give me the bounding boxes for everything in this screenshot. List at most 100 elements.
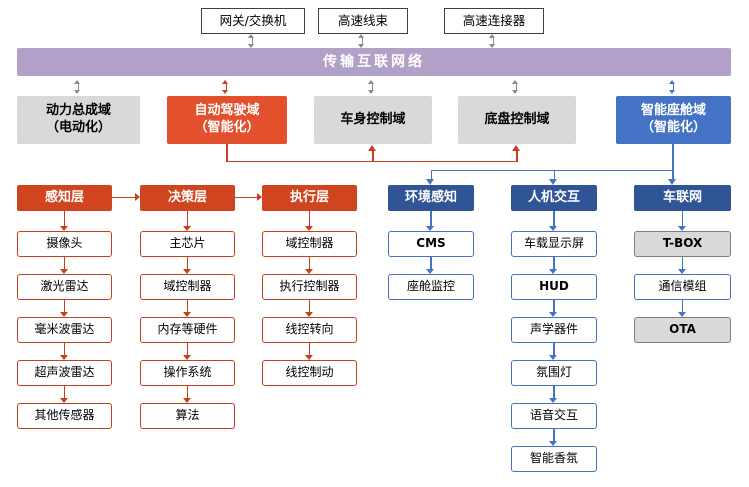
- domain-sublabel: （电动化）: [45, 120, 111, 135]
- backbone-bar: 传输互联网络: [17, 48, 731, 76]
- column-perception: 感知层 摄像头 激光雷达 毫米波雷达 超声波雷达 其他传感器: [17, 185, 112, 429]
- item-ambient-light: 氛围灯: [511, 360, 597, 386]
- item-memory-hardware: 内存等硬件: [140, 317, 235, 343]
- down-arrow-icon: [426, 257, 437, 274]
- down-arrow-icon: [667, 178, 676, 185]
- device-gateway-switch: 网关/交换机: [201, 8, 305, 34]
- item-brake-by-wire: 线控制动: [262, 360, 357, 386]
- column-execution: 执行层 域控制器 执行控制器 线控转向 线控制动: [262, 185, 357, 386]
- domain-label: 车身控制域: [340, 111, 406, 127]
- item-mmwave-radar: 毫米波雷达: [17, 317, 112, 343]
- double-arrow-icon: [73, 80, 84, 94]
- double-arrow-icon: [221, 80, 232, 94]
- column-environment-sensing: 环境感知 CMS 座舱监控: [388, 185, 474, 300]
- domain-label: 自动驾驶域: [194, 103, 260, 119]
- down-arrow-icon: [549, 429, 560, 446]
- red-connector-line: [226, 160, 519, 162]
- device-high-speed-connector: 高速连接器: [444, 8, 544, 34]
- right-arrow-icon: [112, 192, 140, 203]
- backbone-label: 传输互联网络: [323, 53, 425, 70]
- column-header-hmi: 人机交互: [511, 185, 597, 211]
- device-label: 高速线束: [337, 12, 388, 28]
- double-arrow-icon: [367, 80, 378, 94]
- item-comm-module: 通信模组: [634, 274, 731, 300]
- double-arrow-icon: [668, 80, 679, 94]
- item-domain-controller: 域控制器: [262, 231, 357, 257]
- down-arrow-icon: [677, 257, 688, 274]
- red-connector-line: [372, 150, 374, 161]
- item-display: 车载显示屏: [511, 231, 597, 257]
- down-arrow-icon: [549, 178, 558, 185]
- down-arrow-icon: [677, 211, 688, 231]
- item-smart-fragrance: 智能香氛: [511, 446, 597, 472]
- item-domain-controller: 域控制器: [140, 274, 235, 300]
- double-arrow-icon: [511, 80, 522, 94]
- down-arrow-icon: [59, 211, 70, 231]
- double-arrow-icon: [488, 34, 499, 48]
- down-arrow-icon: [182, 211, 193, 231]
- down-arrow-icon: [304, 343, 315, 360]
- up-arrow-icon: [367, 144, 376, 151]
- item-actuation-controller: 执行控制器: [262, 274, 357, 300]
- column-header-telematics: 车联网: [634, 185, 731, 211]
- item-lidar: 激光雷达: [17, 274, 112, 300]
- down-arrow-icon: [59, 343, 70, 360]
- red-connector-line: [226, 144, 228, 162]
- down-arrow-icon: [304, 257, 315, 274]
- domain-label: 动力总成域: [45, 103, 111, 119]
- item-hud: HUD: [511, 274, 597, 300]
- down-arrow-icon: [59, 300, 70, 317]
- column-header-perception: 感知层: [17, 185, 112, 211]
- blue-connector-line: [553, 171, 555, 179]
- domain-label: 智能座舱域: [640, 103, 706, 119]
- item-cms: CMS: [388, 231, 474, 257]
- column-header-environment-sensing: 环境感知: [388, 185, 474, 211]
- down-arrow-icon: [182, 386, 193, 403]
- item-other-sensors: 其他传感器: [17, 403, 112, 429]
- column-header-execution: 执行层: [262, 185, 357, 211]
- down-arrow-icon: [304, 300, 315, 317]
- item-algorithm: 算法: [140, 403, 235, 429]
- down-arrow-icon: [59, 386, 70, 403]
- domain-smart-cockpit: 智能座舱域 （智能化）: [616, 96, 731, 144]
- item-ultrasonic-radar: 超声波雷达: [17, 360, 112, 386]
- item-voice-interaction: 语音交互: [511, 403, 597, 429]
- device-label: 网关/交换机: [219, 12, 287, 28]
- device-label: 高速连接器: [462, 12, 526, 28]
- item-main-chip: 主芯片: [140, 231, 235, 257]
- column-telematics: 车联网 T-BOX 通信模组 OTA: [634, 185, 731, 343]
- device-high-speed-harness: 高速线束: [318, 8, 408, 34]
- domain-chassis-control: 底盘控制域: [458, 96, 576, 144]
- blue-connector-line: [430, 171, 432, 179]
- red-connector-line: [516, 150, 518, 161]
- down-arrow-icon: [182, 343, 193, 360]
- down-arrow-icon: [182, 257, 193, 274]
- blue-connector-line: [672, 144, 674, 171]
- down-arrow-icon: [304, 211, 315, 231]
- column-hmi: 人机交互 车载显示屏 HUD 声学器件 氛围灯 语音交互 智能香氛: [511, 185, 597, 472]
- right-arrow-icon: [235, 192, 262, 203]
- down-arrow-icon: [426, 211, 437, 231]
- down-arrow-icon: [426, 178, 435, 185]
- domain-label: 底盘控制域: [484, 111, 550, 127]
- down-arrow-icon: [549, 300, 560, 317]
- item-steer-by-wire: 线控转向: [262, 317, 357, 343]
- column-decision: 决策层 主芯片 域控制器 内存等硬件 操作系统 算法: [140, 185, 235, 429]
- domain-sublabel: （智能化）: [194, 120, 260, 135]
- down-arrow-icon: [677, 300, 688, 317]
- domain-autonomous-driving: 自动驾驶域 （智能化）: [167, 96, 287, 144]
- item-acoustic-device: 声学器件: [511, 317, 597, 343]
- item-t-box: T-BOX: [634, 231, 731, 257]
- item-cockpit-monitoring: 座舱监控: [388, 274, 474, 300]
- item-ota: OTA: [634, 317, 731, 343]
- up-arrow-icon: [511, 144, 520, 151]
- down-arrow-icon: [549, 257, 560, 274]
- blue-connector-line: [430, 169, 674, 171]
- down-arrow-icon: [59, 257, 70, 274]
- double-arrow-icon: [247, 34, 258, 48]
- item-operating-system: 操作系统: [140, 360, 235, 386]
- column-header-decision: 决策层: [140, 185, 235, 211]
- domain-powertrain: 动力总成域 （电动化）: [17, 96, 140, 144]
- item-camera: 摄像头: [17, 231, 112, 257]
- domain-body-control: 车身控制域: [314, 96, 432, 144]
